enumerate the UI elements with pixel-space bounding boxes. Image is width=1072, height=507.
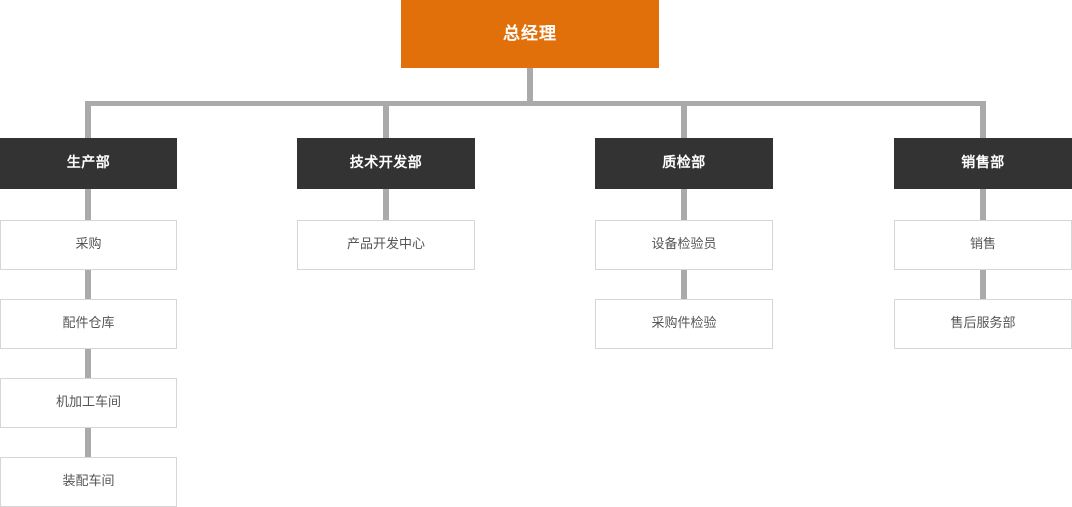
org-node-dept-production[interactable]: 生产部 [0,138,177,189]
org-node-purchased-parts-inspection-label: 采购件检验 [651,316,717,332]
org-node-purchasing[interactable]: 采购 [0,220,177,270]
org-node-purchasing-label: 采购 [75,237,102,253]
connector-drop-dept-1 [85,101,91,139]
connector-col1-link-3 [85,348,91,378]
connector-col4-link-1 [980,189,986,221]
connector-col1-link-4 [85,427,91,457]
org-node-parts-warehouse[interactable]: 配件仓库 [0,299,177,349]
org-node-after-sales-service[interactable]: 售后服务部 [894,299,1072,349]
org-node-dept-quality-inspection[interactable]: 质检部 [595,138,773,189]
org-node-machining-workshop[interactable]: 机加工车间 [0,378,177,428]
org-node-equipment-inspector-label: 设备检验员 [651,237,717,253]
connector-root-stem [527,68,533,105]
org-node-equipment-inspector[interactable]: 设备检验员 [595,220,773,270]
connector-drop-dept-3 [681,101,687,139]
connector-col4-link-2 [980,269,986,299]
org-node-dept-tech-development[interactable]: 技术开发部 [297,138,475,189]
org-node-sales-label: 销售 [969,237,996,253]
org-node-parts-warehouse-label: 配件仓库 [62,316,115,332]
org-node-assembly-workshop-label: 装配车间 [62,474,115,490]
org-node-dept-production-label: 生产部 [66,155,111,172]
org-node-dept-sales[interactable]: 销售部 [894,138,1072,189]
connector-drop-dept-4 [980,101,986,139]
connector-horizontal-bus [85,101,986,106]
org-node-purchased-parts-inspection[interactable]: 采购件检验 [595,299,773,349]
org-node-after-sales-service-label: 售后服务部 [950,316,1016,332]
org-node-root-label: 总经理 [503,23,557,44]
org-node-dept-sales-label: 销售部 [961,155,1005,172]
connector-col3-link-1 [681,189,687,221]
org-node-assembly-workshop[interactable]: 装配车间 [0,457,177,507]
connector-drop-dept-2 [383,101,389,139]
org-node-product-development-center-label: 产品开发中心 [346,237,425,253]
connector-col3-link-2 [681,269,687,299]
org-node-machining-workshop-label: 机加工车间 [55,395,121,411]
org-node-dept-tech-development-label: 技术开发部 [349,155,423,172]
connector-col1-link-2 [85,269,91,299]
org-node-dept-quality-inspection-label: 质检部 [662,155,706,172]
org-node-product-development-center[interactable]: 产品开发中心 [297,220,475,270]
org-node-root[interactable]: 总经理 [401,0,659,68]
connector-col1-link-1 [85,189,91,221]
connector-col2-link-1 [383,189,389,221]
org-node-sales[interactable]: 销售 [894,220,1072,270]
